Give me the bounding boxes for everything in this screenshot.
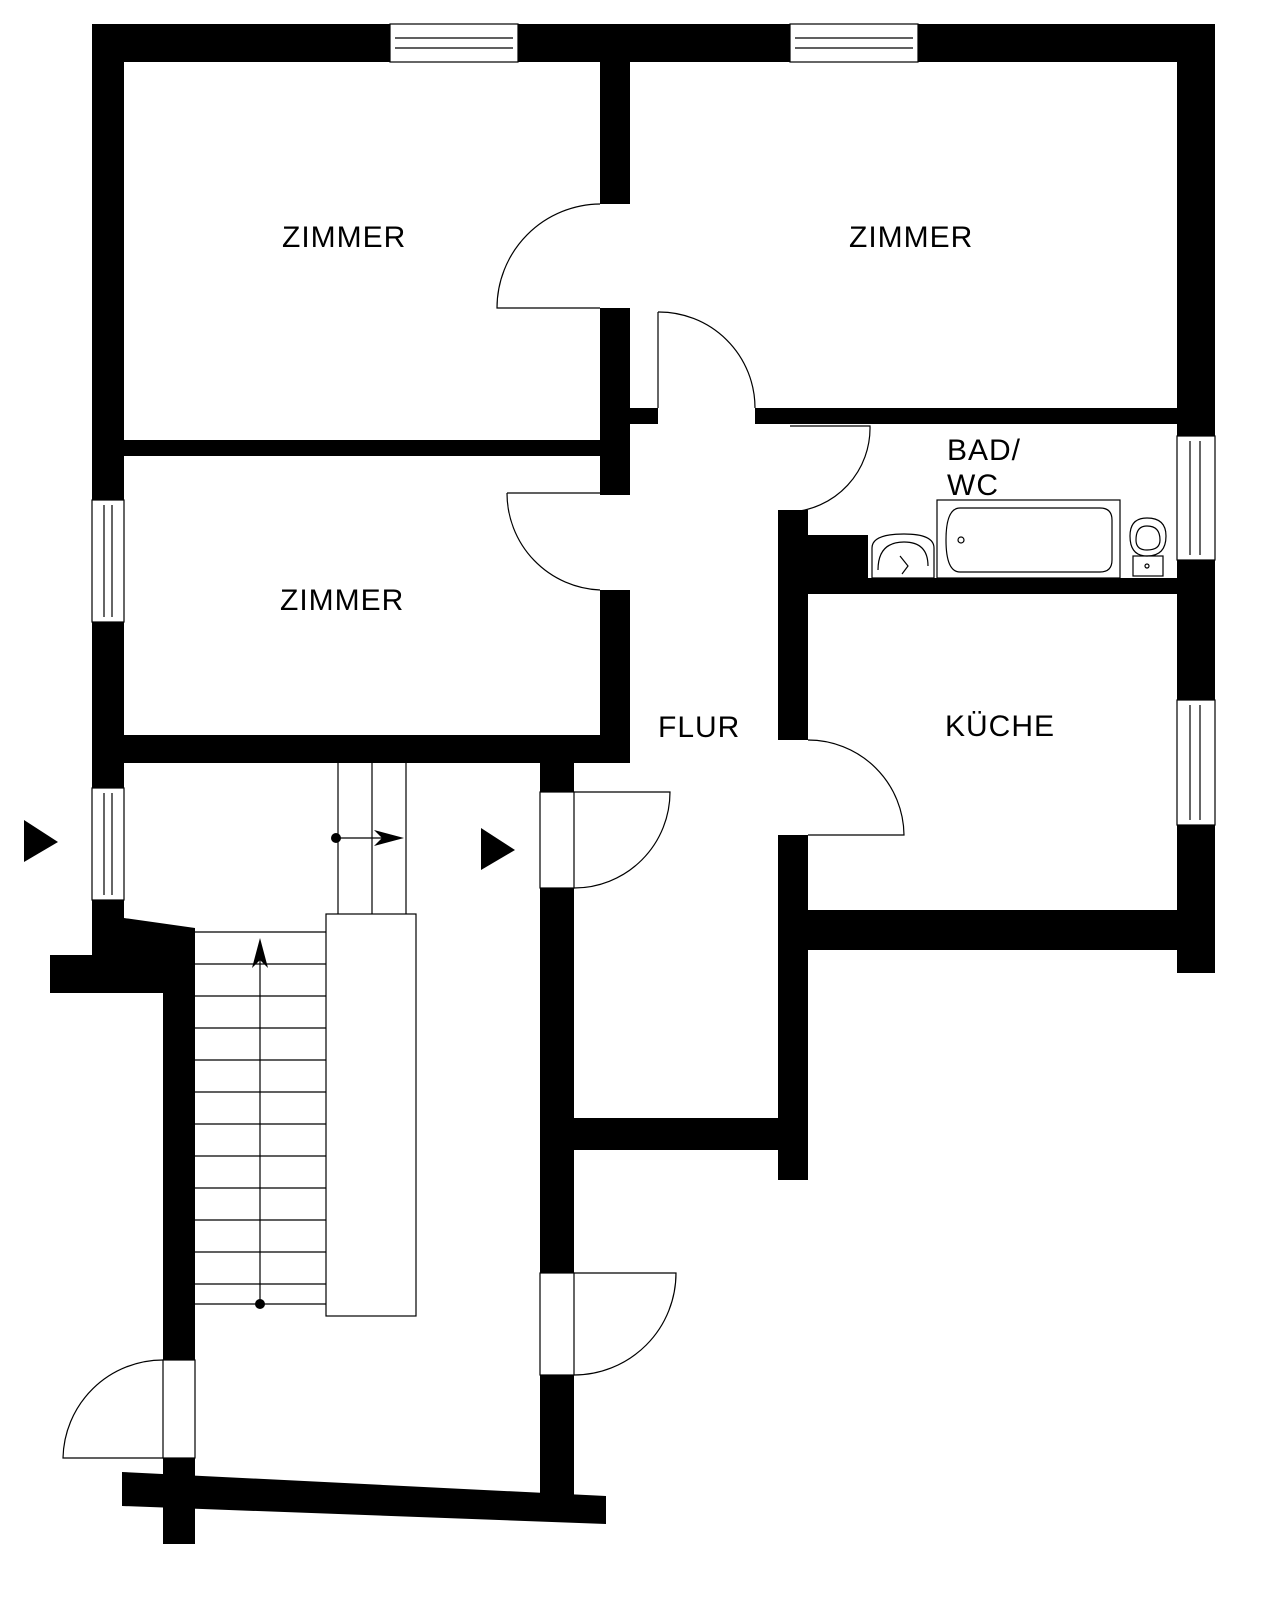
door-zimmer-top-right xyxy=(657,311,756,409)
toilet-icon xyxy=(1129,517,1167,577)
stair-direction-arrow-icon xyxy=(252,830,404,1309)
doors xyxy=(62,203,905,1459)
door-flur-entrance xyxy=(573,791,671,889)
walls xyxy=(50,24,1215,1544)
bathtub-icon xyxy=(936,499,1121,579)
room-label-zimmer-top-left: ZIMMER xyxy=(282,221,406,254)
window-left-middle xyxy=(91,499,125,623)
window-kueche xyxy=(1176,699,1216,826)
room-label-bad-line1: BAD/ xyxy=(947,434,1021,467)
entrance-arrow-icon xyxy=(24,820,58,862)
room-label-kueche: KÜCHE xyxy=(945,710,1055,743)
window-bad xyxy=(1176,435,1216,561)
door-zimmer-middle xyxy=(506,492,601,591)
room-label-zimmer-top-right: ZIMMER xyxy=(849,221,973,254)
door-zimmer-top-left xyxy=(496,203,601,309)
door-kueche xyxy=(807,739,905,836)
window-left-stair xyxy=(91,787,125,901)
room-label-bad-line2: WC xyxy=(947,469,999,502)
room-label-flur: FLUR xyxy=(658,711,740,744)
door-lower-right xyxy=(573,1272,677,1376)
door-bad xyxy=(789,425,871,513)
window-top-left xyxy=(389,23,519,63)
window-top-right xyxy=(789,23,919,63)
washbasin-icon xyxy=(871,533,935,579)
door-house-entrance xyxy=(62,1359,164,1459)
entrance-arrow-icon xyxy=(481,828,515,870)
windows xyxy=(91,23,1216,901)
room-label-zimmer-middle-left: ZIMMER xyxy=(280,584,404,617)
staircase xyxy=(195,763,417,1317)
